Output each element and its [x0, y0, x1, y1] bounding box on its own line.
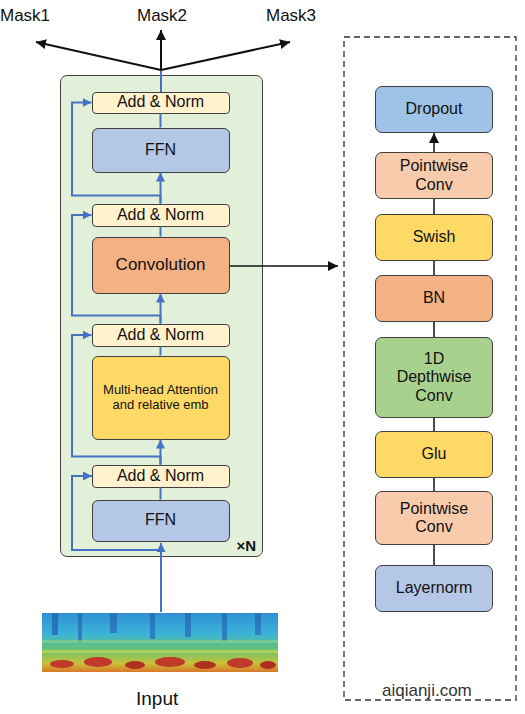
flow-connector	[433, 478, 435, 491]
box-label: FFN	[135, 141, 186, 159]
box-label: Add & Norm	[107, 326, 214, 344]
flow-connector	[433, 322, 435, 337]
pointwise-conv-box: Pointwise Conv	[375, 152, 493, 199]
convolution-box: Convolution	[92, 237, 230, 294]
spectrogram-energy	[84, 657, 112, 667]
add-norm-box: Add & Norm	[92, 92, 230, 114]
spectrogram-streak	[185, 613, 191, 637]
spectrogram-energy	[227, 658, 253, 668]
spectrogram-energy	[155, 657, 185, 667]
ffn-box: FFN	[92, 128, 230, 173]
output-label: Mask3	[266, 6, 316, 26]
spectrogram-energy	[50, 660, 74, 668]
dashed-detail-frame	[344, 37, 516, 700]
dropout-box: Dropout	[375, 86, 493, 133]
watermark: aiqianji.com	[382, 681, 472, 701]
box-label: Pointwise Conv	[376, 500, 492, 537]
spectrogram	[42, 613, 278, 672]
spectrogram-streak	[110, 613, 117, 633]
output-label: Mask1	[0, 6, 50, 26]
spectrogram-band	[42, 650, 278, 653]
pointwise-conv-box: Pointwise Conv	[375, 491, 493, 545]
depthwise-conv-box: 1D Depthwise Conv	[375, 337, 493, 418]
spectrogram-streak	[52, 613, 58, 635]
ffn-box: FFN	[92, 500, 230, 542]
attention-box: Multi-head Attention and relative emb	[92, 356, 230, 440]
output-label: Mask2	[137, 6, 187, 26]
box-label: BN	[413, 289, 455, 307]
box-label: Pointwise Conv	[376, 157, 492, 194]
input-label: Input	[136, 688, 178, 710]
box-label: Glu	[412, 445, 457, 463]
box-label: Dropout	[396, 100, 473, 118]
box-label: Add & Norm	[107, 93, 214, 111]
conformer-block: ×NAdd & NormFFNAdd & NormConvolutionAdd …	[60, 75, 263, 557]
mask-arrow	[160, 30, 162, 70]
box-label: Multi-head Attention and relative emb	[93, 383, 229, 413]
mask-arrow	[161, 42, 290, 70]
box-label: Convolution	[106, 255, 216, 275]
spectrogram-streak	[222, 613, 227, 641]
add-norm-box: Add & Norm	[92, 465, 230, 488]
repeat-count: ×N	[236, 537, 256, 554]
swish-box: Swish	[375, 214, 493, 261]
flow-connector	[433, 261, 435, 275]
flow-connector	[433, 133, 435, 152]
flow-connector	[433, 418, 435, 431]
add-norm-box: Add & Norm	[92, 324, 230, 347]
spectrogram-energy	[125, 661, 145, 669]
spectrogram-streak	[150, 613, 155, 639]
flow-connector	[433, 545, 435, 565]
spectrogram-streak	[255, 613, 261, 635]
box-label: FFN	[135, 511, 186, 529]
spectrogram-energy	[194, 661, 216, 669]
spectrogram-streak	[78, 613, 82, 643]
box-label: Add & Norm	[107, 206, 214, 224]
flow-connector	[433, 199, 435, 214]
box-label: 1D Depthwise Conv	[376, 350, 492, 405]
glu-box: Glu	[375, 431, 493, 478]
bn-box: BN	[375, 275, 493, 322]
spectrogram-band	[42, 640, 278, 643]
box-label: Add & Norm	[107, 467, 214, 485]
spectrogram-energy	[260, 661, 276, 669]
box-label: Swish	[403, 228, 466, 246]
static-wires	[36, 30, 338, 612]
mask-arrow	[36, 42, 161, 70]
spectrogram-field	[42, 613, 278, 672]
box-label: Layernorm	[386, 579, 482, 597]
add-norm-box: Add & Norm	[92, 204, 230, 227]
layernorm-box: Layernorm	[375, 565, 493, 612]
